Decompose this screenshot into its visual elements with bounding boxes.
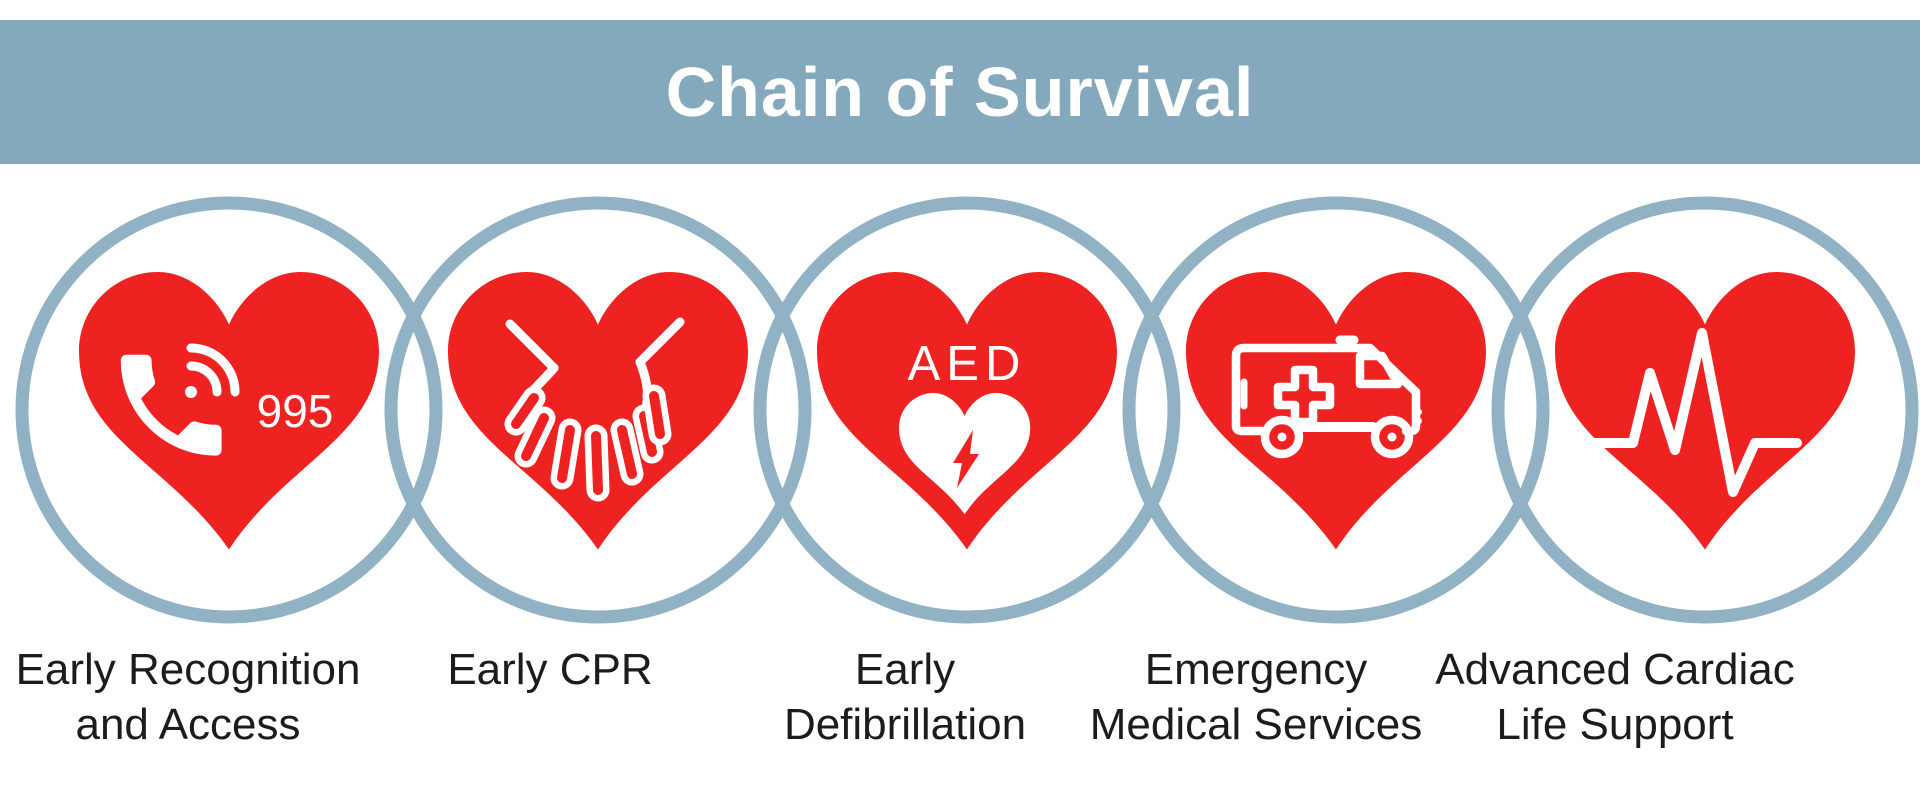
label-line: Advanced Cardiac [1435, 645, 1795, 694]
cpr-hands-icon [504, 317, 685, 502]
front-notch [1416, 418, 1422, 424]
phone-995-icon: 995 [120, 343, 334, 456]
heart-shape-5 [1555, 272, 1855, 550]
title-bar: Chain of Survival [0, 20, 1920, 164]
heart-shape-4 [1186, 272, 1486, 550]
label-advanced-cardiac-life-support: Advanced Cardiac Life Support [1405, 642, 1825, 752]
ambulance-body [1231, 343, 1421, 431]
ecg-line [1587, 328, 1802, 497]
aed-icon: AED [899, 337, 1031, 515]
chain-links-graphic: 995 AED [15, 196, 1919, 624]
ring-circle-1 [15, 196, 443, 624]
page-title: Chain of Survival [665, 53, 1255, 131]
left-wrist-line [505, 319, 559, 373]
label-line: Early Recognition [15, 645, 361, 694]
sound-wave-dot [185, 386, 197, 398]
front-notch [1416, 409, 1422, 415]
label-line: and Access [75, 700, 301, 749]
interlocked-fingers [504, 384, 672, 502]
front-wheel-hub [1387, 432, 1397, 442]
label-line: Life Support [1496, 700, 1734, 749]
label-early-cpr: Early CPR [340, 642, 760, 697]
ambulance-icon [1231, 335, 1422, 459]
label-line: Early CPR [447, 645, 653, 694]
ecg-pulse-icon [1587, 328, 1802, 497]
ring-circle-4 [1122, 196, 1550, 624]
sound-wave-arc-outer [186, 343, 240, 397]
label-line: Medical Services [1089, 700, 1423, 749]
label-line: Emergency [1144, 645, 1368, 694]
label-emergency-medical-services: Emergency Medical Services [1046, 642, 1466, 752]
heart-shape-2 [448, 272, 748, 550]
rear-bottom-edge [1231, 421, 1267, 436]
ring-circle-5 [1491, 196, 1919, 624]
label-line: Early [854, 645, 956, 694]
rear-wheel-hub [1277, 432, 1287, 442]
label-line: Defibrillation [783, 700, 1027, 749]
sound-wave-arc-inner [186, 361, 222, 397]
rear-wheel [1260, 415, 1304, 459]
aed-label: AED [908, 337, 1027, 391]
heart-shape-1 [79, 272, 379, 550]
lightning-bolt [953, 430, 979, 488]
ring-circle-2 [384, 196, 812, 624]
medical-cross [1273, 365, 1335, 427]
phone-handset [120, 354, 222, 456]
emergency-number-label: 995 [257, 385, 334, 437]
label-early-defibrillation: Early Defibrillation [695, 642, 1115, 752]
ring-circle-3 [753, 196, 1181, 624]
right-wrist-line [635, 317, 685, 367]
cab-window [1355, 351, 1403, 389]
label-early-recognition: Early Recognition and Access [0, 642, 398, 752]
front-wheel [1370, 415, 1414, 459]
